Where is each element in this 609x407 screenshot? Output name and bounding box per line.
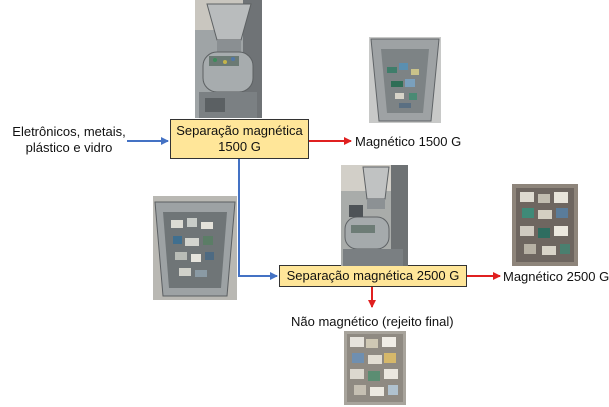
- stage1-line1: Separação magnética: [176, 123, 303, 138]
- arrow-stage1-to-stage2: [238, 159, 278, 280]
- output-magnetic-1500: Magnético 1500 G: [355, 134, 462, 149]
- stage1-line2: 1500 G: [218, 139, 261, 154]
- stage1-box: Separação magnética 1500 G: [170, 119, 309, 159]
- stage2-label: Separação magnética 2500 G: [286, 268, 460, 283]
- stage2-box: Separação magnética 2500 G: [279, 265, 467, 287]
- photo-nonmagnetic-reject: [344, 331, 406, 405]
- photo-magnetic-1500: [369, 37, 441, 123]
- photo-separator-2500: [341, 165, 408, 266]
- input-label-line2: plástico e vidro: [25, 140, 113, 155]
- photo-intermediate-bin: [153, 196, 237, 300]
- input-label: Eletrônicos, metais, plástico e vidro: [10, 124, 128, 156]
- output-non-magnetic: Não magnético (rejeito final): [291, 314, 454, 329]
- output-magnetic-2500: Magnético 2500 G: [503, 269, 609, 284]
- photo-separator-1500: [195, 0, 262, 118]
- photo-magnetic-2500: [512, 184, 578, 266]
- input-label-line1: Eletrônicos, metais,: [12, 124, 126, 139]
